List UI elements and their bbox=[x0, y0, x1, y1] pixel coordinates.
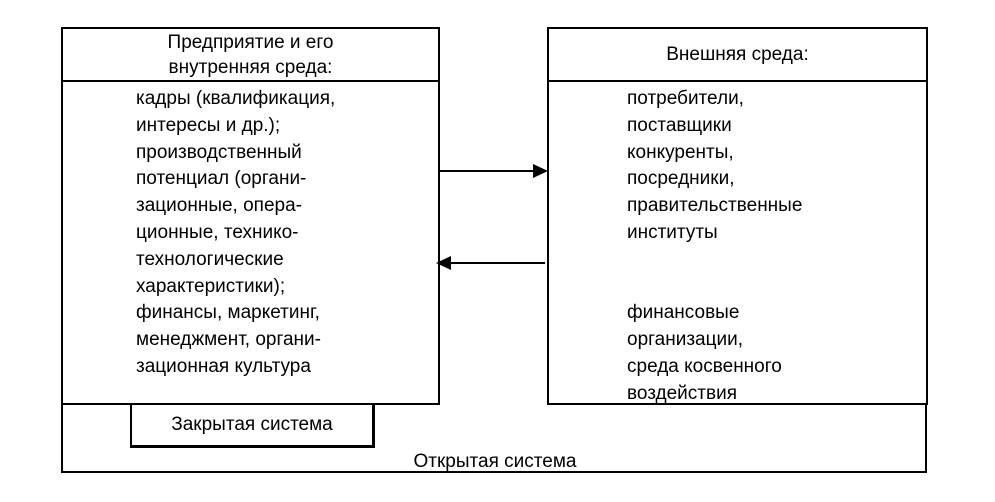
internal-factor-line: характеристики); bbox=[136, 275, 286, 297]
external-factor-line: среда косвенного bbox=[627, 355, 782, 377]
internal-factor-line: интересы и др.); bbox=[136, 114, 281, 136]
internal-factor-line: финансы, маркетинг, bbox=[136, 302, 320, 324]
internal-factor-line: кадры (квалификация, bbox=[136, 88, 336, 109]
enterprise-title-line-2: внутренняя среда: bbox=[168, 56, 333, 78]
external-factor-line: организации, bbox=[627, 329, 743, 351]
external-environment-box: Внешняя среда: потребители, поставщики к… bbox=[547, 27, 928, 405]
external-factor-line: посредники, bbox=[627, 168, 735, 190]
external-environment-title: Внешняя среда: bbox=[666, 44, 809, 65]
enterprise-title-line-1: Предприятие и его bbox=[167, 31, 334, 53]
external-factor-line: финансовые bbox=[627, 302, 740, 324]
external-factor-line: воздействия bbox=[627, 382, 737, 404]
external-factor-spacer bbox=[627, 247, 802, 274]
internal-factor-line: производственный bbox=[136, 141, 302, 163]
internal-factor-line: менеджмент, органи- bbox=[136, 329, 321, 351]
external-environment-header: Внешняя среда: bbox=[549, 29, 926, 82]
external-factor-line: поставщики bbox=[627, 114, 732, 136]
internal-factor-line: технологические bbox=[136, 248, 284, 270]
external-factor-spacer bbox=[627, 274, 802, 301]
internal-factor-line: потенциал (органи- bbox=[136, 168, 307, 190]
external-factor-line: потребители, bbox=[627, 88, 744, 109]
external-environment-list: потребители, поставщики конкуренты, поср… bbox=[627, 86, 802, 408]
enterprise-box-header: Предприятие и его внутренняя среда: bbox=[63, 29, 438, 82]
external-factor-line: правительственные bbox=[627, 195, 803, 217]
closed-system-label: Закрытая система bbox=[130, 404, 375, 448]
internal-environment-list: кадры (квалификация, интересы и др.); пр… bbox=[136, 86, 335, 381]
external-factor-line: институты bbox=[627, 221, 718, 243]
internal-factor-line: ционные, технико- bbox=[136, 221, 299, 243]
internal-factor-line: зационная культура bbox=[136, 355, 311, 377]
open-system-label: Открытая система bbox=[413, 451, 577, 472]
external-factor-line: конкуренты, bbox=[627, 141, 734, 163]
internal-factor-line: зационные, опера- bbox=[136, 195, 302, 217]
enterprise-box: Предприятие и его внутренняя среда: кадр… bbox=[61, 27, 440, 405]
